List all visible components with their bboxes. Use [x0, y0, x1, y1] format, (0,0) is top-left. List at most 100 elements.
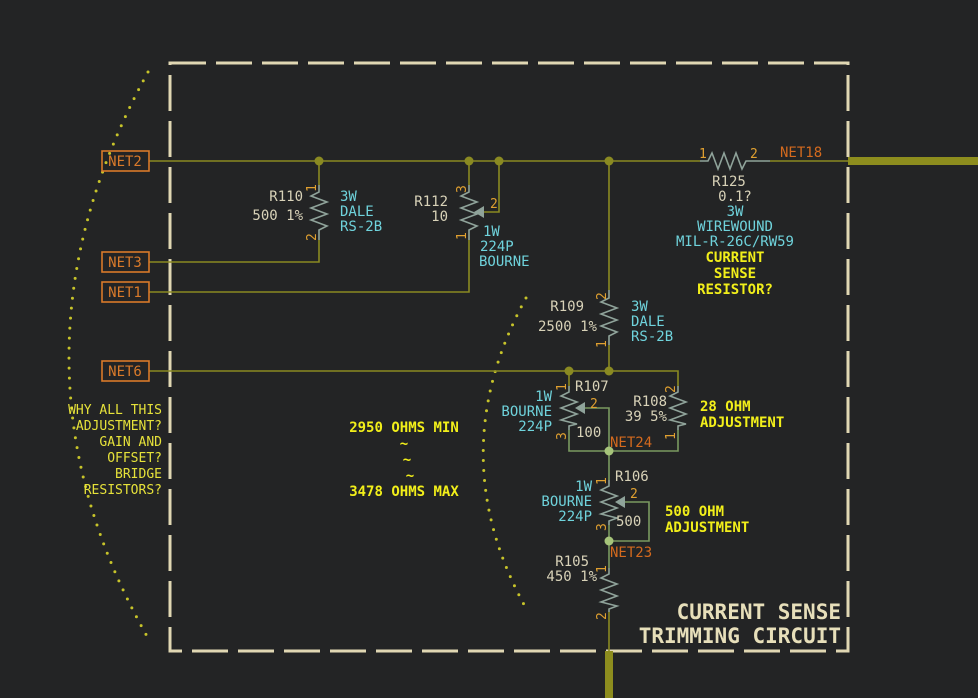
junction-dot: [464, 156, 474, 166]
r125-annotation-1: CURRENT: [705, 250, 764, 266]
range-min-note: 2950 OHMS MIN: [349, 420, 459, 436]
net-label-net18[interactable]: NET18: [780, 145, 822, 161]
r125-note-1: 3W: [727, 204, 744, 220]
wire-net3[interactable]: [149, 240, 320, 263]
r107-symbol[interactable]: [558, 386, 580, 430]
net-label-net6[interactable]: NET6: [101, 360, 150, 382]
r108-symbol[interactable]: [667, 386, 689, 430]
r106-annotation-2: ADJUSTMENT: [665, 520, 749, 536]
junction-dot: [494, 156, 504, 166]
question-note-line-6: RESISTORS?: [84, 483, 162, 498]
dotted-arc-center: [481, 296, 529, 612]
junction-dot: [314, 156, 324, 166]
net-label-net2[interactable]: NET2: [101, 150, 150, 172]
r108-pin1: 1: [664, 432, 679, 440]
junction-dot: [604, 366, 614, 376]
range-tilde-3: ~: [406, 468, 414, 484]
junction-dot: [604, 446, 614, 456]
r106-pin3: 3: [595, 523, 610, 531]
r110-symbol[interactable]: [308, 185, 330, 240]
dotted-arc-left: [67, 70, 150, 640]
net-label-text: NET3: [108, 255, 142, 271]
wire-net1[interactable]: [149, 240, 470, 293]
r106-pin1: 1: [595, 477, 610, 485]
r125-note-2: WIREWOUND: [697, 219, 773, 235]
r112-pin3: 3: [455, 185, 470, 193]
r110-value: 500 1%: [252, 208, 303, 224]
r110-note-1: 3W: [340, 189, 357, 205]
sheet-title-line-1: CURRENT SENSE: [677, 600, 841, 624]
r108-annotation-1: 28 OHM: [700, 399, 751, 415]
r125-symbol[interactable]: [700, 150, 770, 172]
r106-symbol[interactable]: [598, 480, 620, 525]
r106-pin2: 2: [630, 487, 638, 502]
r109-ref: R109: [550, 299, 584, 315]
r108-pin2: 2: [664, 385, 679, 393]
range-max-note: 3478 OHMS MAX: [349, 484, 459, 500]
r108-value: 39 5%: [625, 409, 668, 425]
r112-ref: R112: [414, 194, 448, 210]
net-label-net1[interactable]: NET1: [101, 281, 150, 303]
r107-value: 100: [576, 425, 601, 441]
r112-pin2: 2: [490, 197, 498, 212]
wire-r112-wiper[interactable]: [482, 161, 500, 213]
net-label-net23[interactable]: NET23: [610, 545, 652, 561]
r107-pin3: 3: [555, 432, 570, 440]
r125-annotation-3: RESISTOR?: [697, 282, 773, 298]
r110-note-3: RS-2B: [340, 219, 382, 235]
r108-annotation-2: ADJUSTMENT: [700, 415, 784, 431]
r106-wiper-arrow: [615, 496, 625, 508]
r112-symbol[interactable]: [458, 185, 480, 240]
r125-pin2: 2: [750, 147, 758, 162]
net-label-text: NET6: [108, 364, 142, 380]
r109-pin1: 1: [595, 340, 610, 348]
net-label-net3[interactable]: NET3: [101, 251, 150, 273]
junction-dot: [604, 536, 614, 546]
r109-symbol[interactable]: [598, 290, 620, 345]
r125-pin1: 1: [699, 147, 707, 162]
r105-symbol[interactable]: [598, 568, 620, 612]
r105-pin1: 1: [595, 565, 610, 573]
wire-net24[interactable]: [568, 430, 679, 452]
r106-ref: R106: [615, 469, 649, 485]
r112-note-1: 1W: [483, 224, 500, 240]
question-note-line-3: GAIN AND: [99, 435, 162, 450]
net-label-net24[interactable]: NET24: [610, 435, 652, 451]
r106-note-1: 1W: [575, 479, 592, 495]
range-tilde-1: ~: [400, 436, 408, 452]
r109-note-1: 3W: [631, 299, 648, 315]
r107-ref: R107: [575, 379, 609, 395]
r108-ref: R108: [633, 394, 667, 410]
r112-wiper-arrow: [474, 206, 484, 218]
wire-r106-wiper[interactable]: [609, 501, 650, 542]
r109-note-2: DALE: [631, 314, 665, 330]
junction-dot: [604, 156, 614, 166]
wire-r107-wiper[interactable]: [582, 407, 610, 451]
question-note-line-1: WHY ALL THIS: [68, 403, 162, 418]
r105-pin2: 2: [595, 612, 610, 620]
r110-pin1: 1: [305, 184, 320, 192]
r109-note-3: RS-2B: [631, 329, 673, 345]
r106-note-2: BOURNE: [541, 494, 592, 510]
r106-value: 500: [616, 514, 641, 530]
r110-pin2: 2: [305, 233, 320, 241]
r107-pin1: 1: [555, 383, 570, 391]
r125-value: 0.1?: [718, 189, 752, 205]
r106-annotation-1: 500 OHM: [665, 504, 724, 520]
wire-net6[interactable]: [149, 370, 679, 386]
r125-ref: R125: [712, 174, 746, 190]
r107-pin2: 2: [590, 397, 598, 412]
r107-note-3: 224P: [518, 419, 552, 435]
range-tilde-2: ~: [403, 452, 411, 468]
r112-note-3: BOURNE: [479, 254, 530, 270]
r125-annotation-2: SENSE: [714, 266, 756, 282]
r105-value: 450 1%: [546, 569, 597, 585]
r110-ref: R110: [269, 189, 303, 205]
junction-dot: [564, 366, 574, 376]
r112-note-2: 224P: [480, 239, 514, 255]
r112-value: 10: [431, 209, 448, 225]
r106-note-3: 224P: [558, 509, 592, 525]
net-label-text: NET1: [108, 285, 142, 301]
question-note-line-4: OFFSET?: [107, 451, 162, 466]
